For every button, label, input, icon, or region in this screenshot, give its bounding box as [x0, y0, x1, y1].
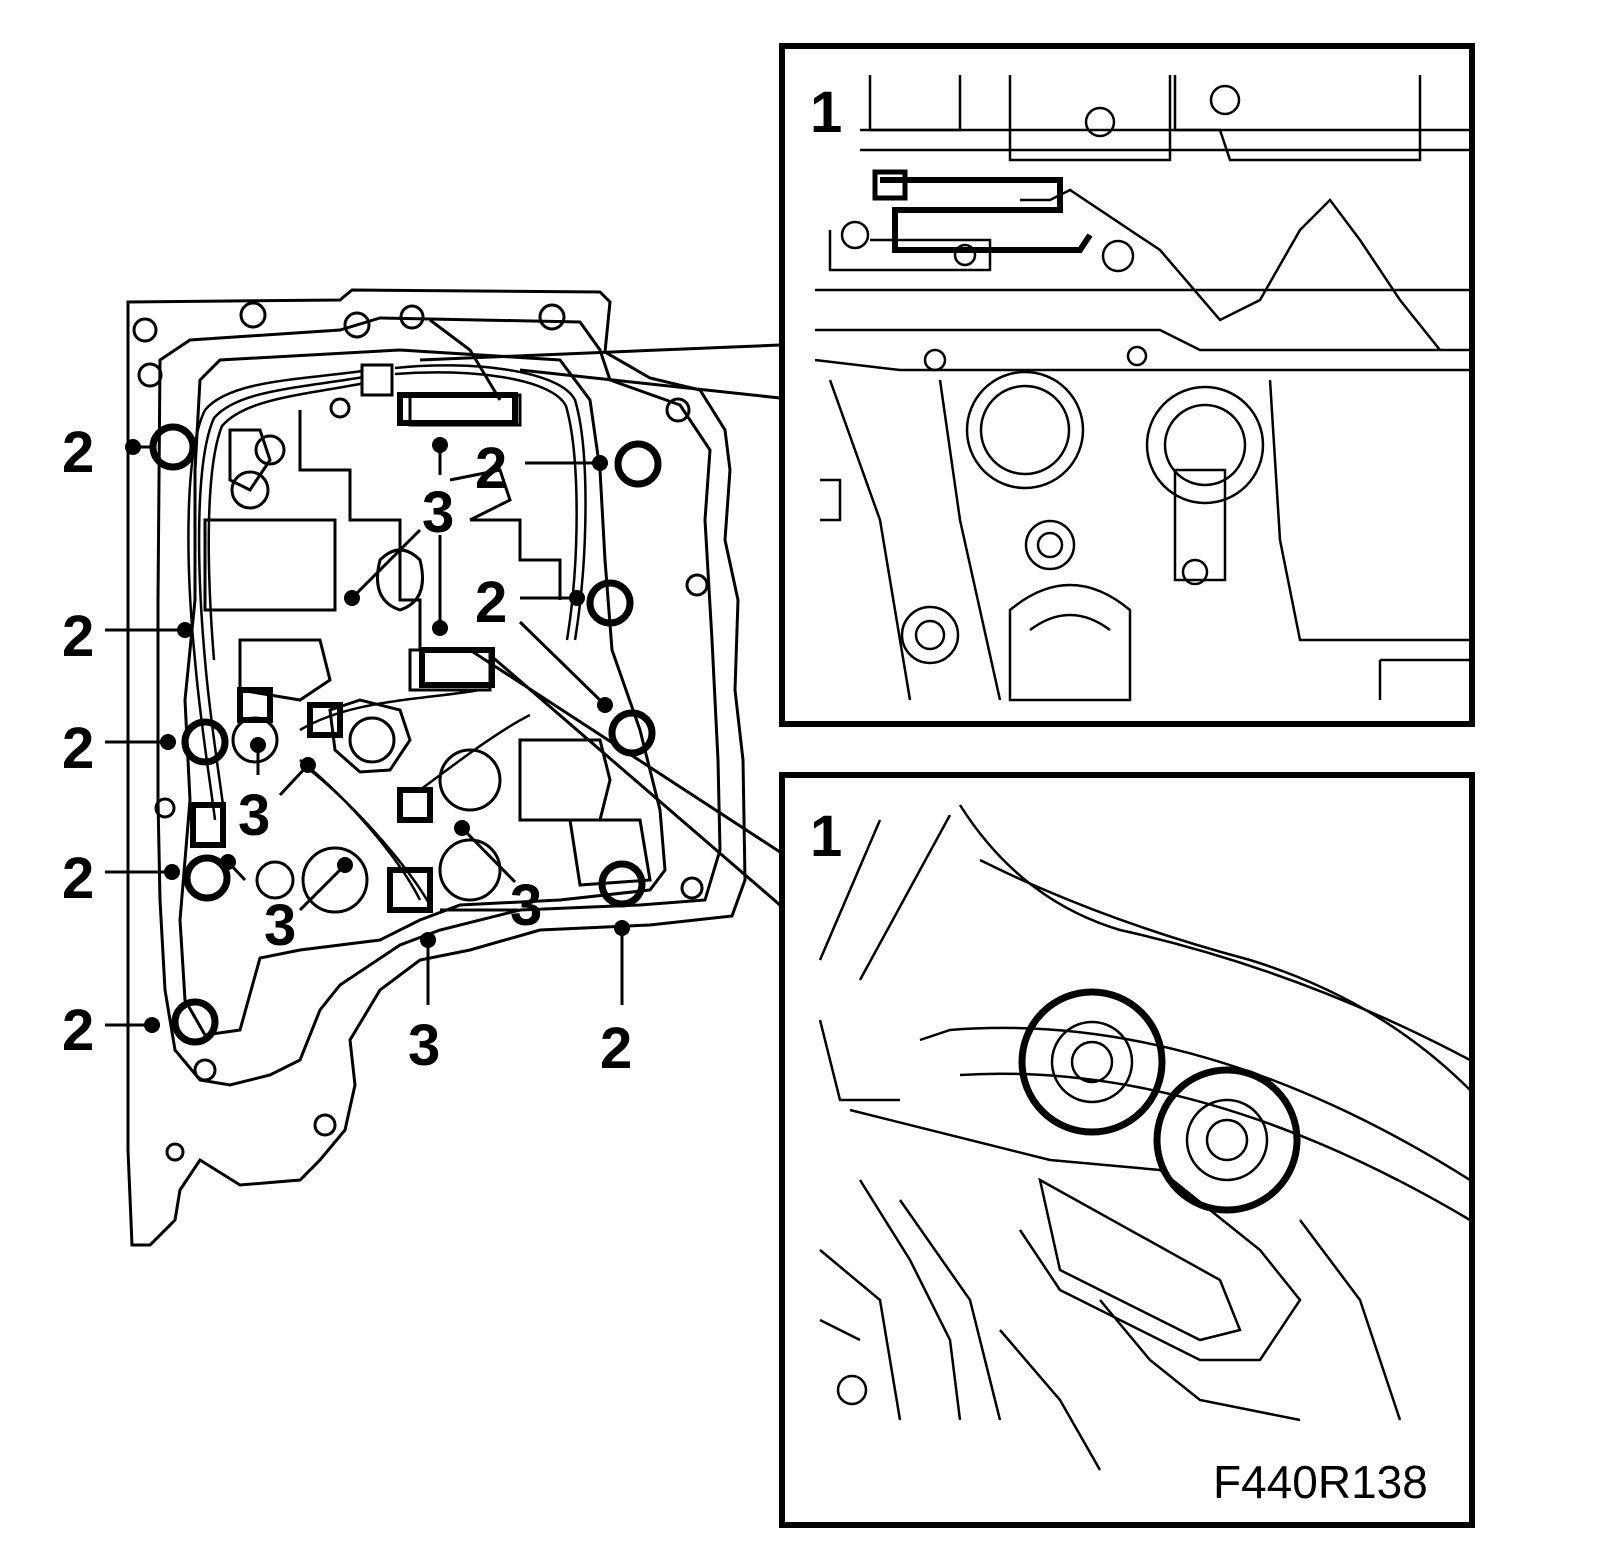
callout-solenoid-2: 3 [238, 783, 270, 848]
detail-leaders [419, 343, 781, 907]
callout-bolt-5: 2 [62, 998, 94, 1063]
callout-bolt-7: 2 [475, 570, 507, 635]
figure-code: F440R138 [1213, 1456, 1428, 1508]
gasket-holes [132, 301, 709, 1162]
callout-solenoid-4: 3 [510, 873, 542, 938]
callout-solenoid-5: 3 [408, 1013, 440, 1078]
callout-leaders [105, 445, 624, 1027]
callout-solenoid-3: 3 [264, 893, 296, 958]
callout-bolt-6: 2 [475, 436, 507, 501]
callout-solenoid-1: 3 [422, 480, 454, 545]
bolts [149, 423, 662, 1046]
detail-panel-bottom: 1 F440R138 [779, 772, 1475, 1528]
callout-bolt-2: 2 [62, 604, 94, 669]
callout-dots [125, 437, 630, 1033]
harness-connector-main [360, 363, 394, 397]
detail-panel-top: 1 [779, 43, 1475, 727]
detail-top-callout-1: 1 [810, 80, 842, 145]
solenoid-connectors [190, 392, 518, 913]
callout-labels: 2 2 2 2 2 2 2 2 3 3 3 3 3 [62, 420, 632, 1081]
callout-bolt-3: 2 [62, 716, 94, 781]
detail-bottom-callout-1: 1 [810, 804, 842, 869]
callout-bolt-1: 2 [62, 420, 94, 485]
callout-bolt-8: 2 [600, 1016, 632, 1081]
callout-bolt-4: 2 [62, 846, 94, 911]
wiring-harness [187, 364, 587, 906]
